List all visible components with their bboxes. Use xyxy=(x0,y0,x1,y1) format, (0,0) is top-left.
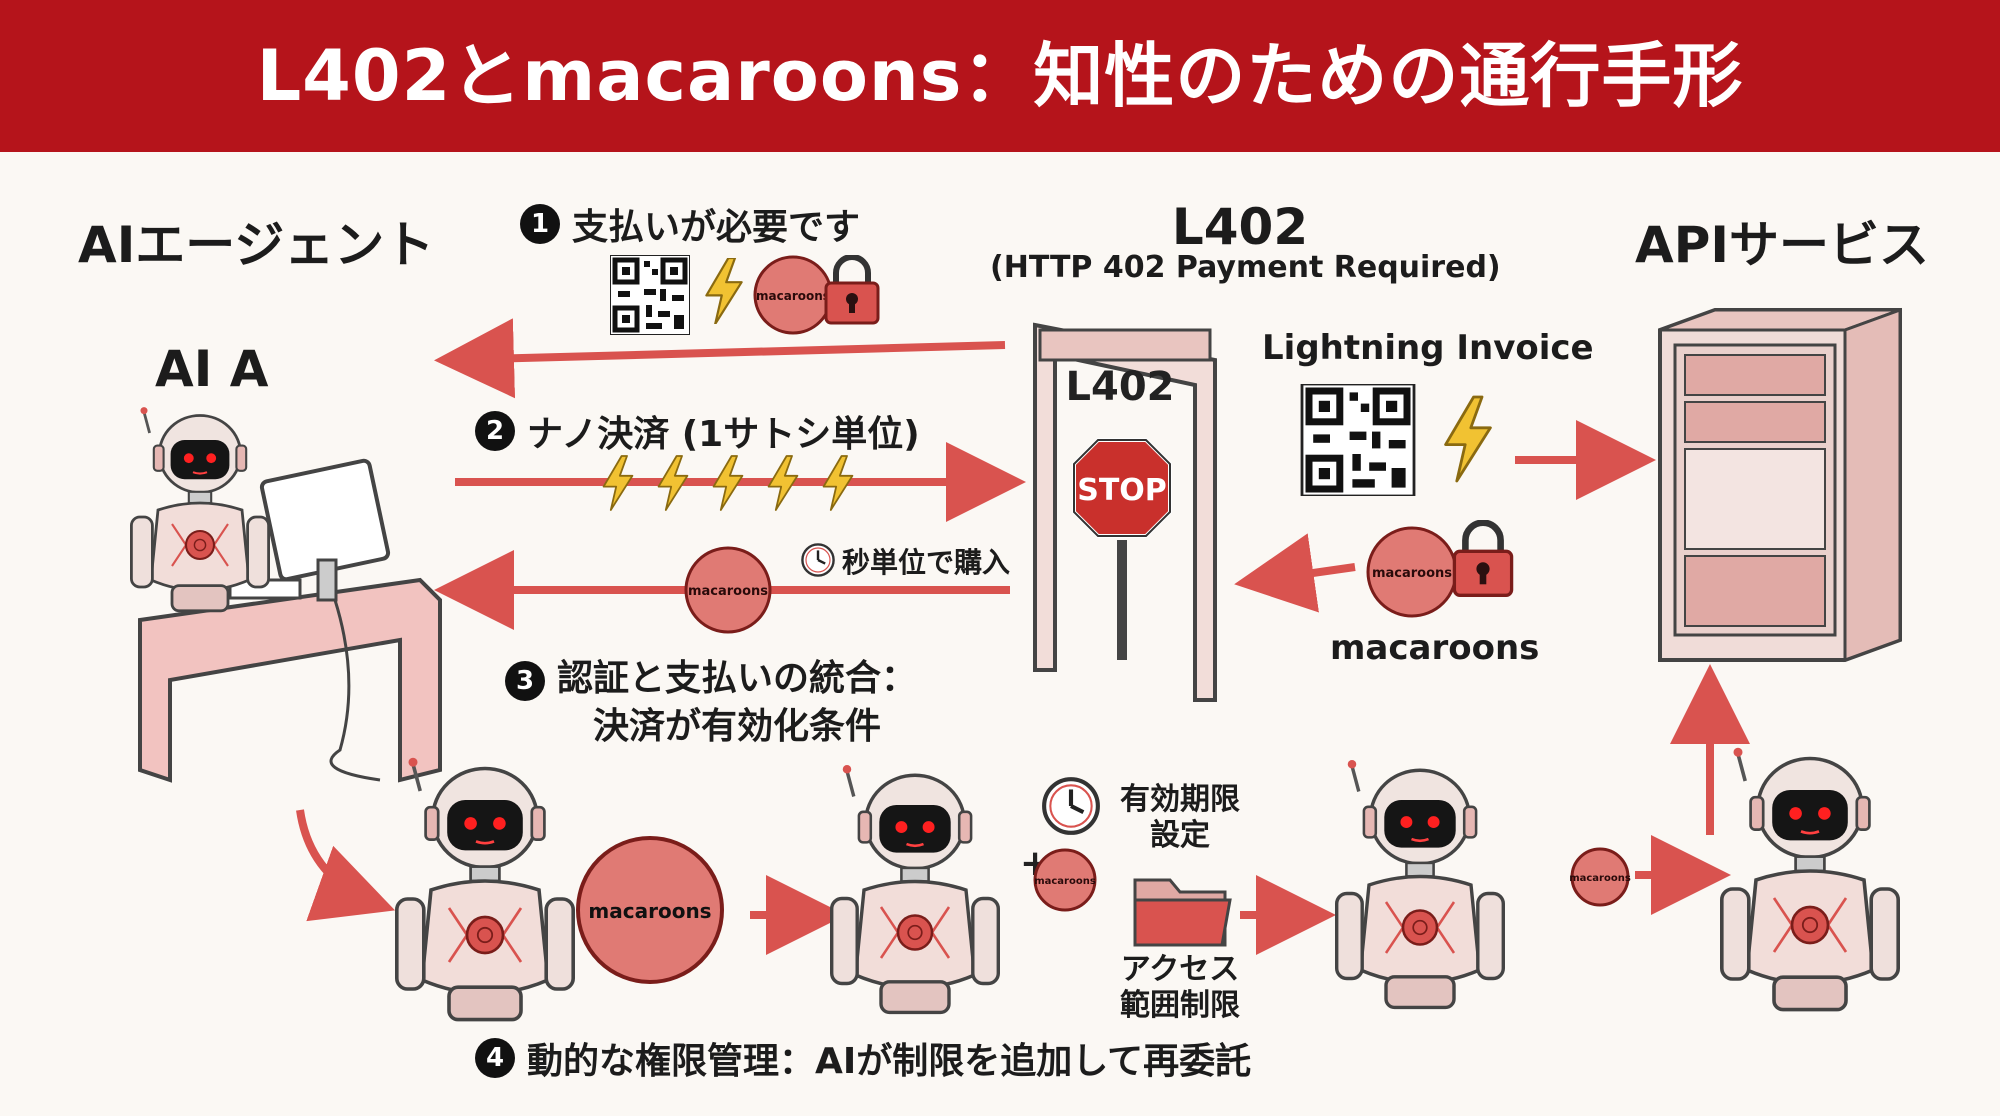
svg-text:macaroons: macaroons xyxy=(588,899,711,923)
lightning-bolt-icon xyxy=(602,455,634,511)
l402-gate xyxy=(1033,322,1217,702)
gate-sign: L402 xyxy=(1066,364,1175,410)
macaroon-cookie-icon: macaroons xyxy=(753,255,833,335)
step-4-text: 動的な権限管理：AIが制限を追加して再委託 xyxy=(527,1041,1252,1082)
l402-heading: L402 xyxy=(1171,198,1309,256)
step-2: 2 ナノ決済 (1サトシ単位) xyxy=(475,405,920,457)
page-title: L402とmacaroons：知性のための通行手形 xyxy=(256,35,1744,117)
clock-icon xyxy=(1044,779,1098,833)
step-1-number: 1 xyxy=(520,204,560,244)
padlock-icon xyxy=(826,257,878,323)
svg-text:macaroons: macaroons xyxy=(1569,873,1631,884)
ai-a-label: AI A xyxy=(155,340,269,398)
qr-code-icon xyxy=(1302,384,1414,496)
lightning-bolt-icon xyxy=(705,258,743,324)
robot-icon xyxy=(130,405,270,613)
macaroon-cookie-icon: macaroons xyxy=(684,546,772,634)
access-line-1: アクセス xyxy=(1120,952,1240,987)
folder-icon xyxy=(1133,878,1232,947)
step-4-number: 4 xyxy=(475,1038,515,1078)
lightning-bolt-icon xyxy=(767,455,799,511)
step-2-text: ナノ決済 (1サトシ単位) xyxy=(527,414,920,455)
expiry-label: 有効期限 設定 xyxy=(1105,782,1255,854)
clock-icon xyxy=(801,543,835,577)
arrow-server-to-gate xyxy=(1234,533,1356,613)
svg-text:macaroons: macaroons xyxy=(756,289,830,303)
step-3-line-1: 認証と支払いの統合： xyxy=(557,658,918,699)
svg-text:macaroons: macaroons xyxy=(1372,566,1452,581)
access-label: アクセス 範囲制限 xyxy=(1100,952,1260,1024)
step-4: 4 動的な権限管理：AIが制限を追加して再委託 xyxy=(475,1032,1251,1084)
lightning-bolt-icon xyxy=(657,455,689,511)
lightning-invoice-label: Lightning Invoice xyxy=(1262,328,1594,368)
step-3: 3 認証と支払いの統合： 決済が有効化条件 xyxy=(505,655,917,751)
arrow-step1-payment-required xyxy=(434,318,1006,399)
robot-icon xyxy=(830,763,1000,1015)
api-heading: APIサービス xyxy=(1635,216,1929,274)
server-rack-icon xyxy=(1658,307,1902,663)
stop-sign-text: STOP xyxy=(1077,473,1167,508)
l402-subheading: (HTTP 402 Payment Required) xyxy=(990,250,1501,285)
qr-code-icon xyxy=(610,255,690,335)
expiry-line-1: 有効期限 xyxy=(1120,782,1240,817)
svg-text:macaroons: macaroons xyxy=(1034,876,1096,887)
robot-icon xyxy=(1335,758,1505,1010)
access-line-2: 範囲制限 xyxy=(1120,988,1240,1023)
expiry-line-2: 設定 xyxy=(1150,818,1210,853)
step-3-number: 3 xyxy=(505,661,545,701)
step-1: 1 支払いが必要です xyxy=(520,198,860,250)
title-banner xyxy=(0,0,2000,152)
step-2-number: 2 xyxy=(475,411,515,451)
macaroon-cookie-icon: macaroons xyxy=(1033,848,1097,912)
macaroon-cookie-icon: macaroons xyxy=(1366,526,1458,618)
robot-icon xyxy=(395,755,575,1022)
timed-purchase-label: 秒単位で購入 xyxy=(842,546,1011,579)
padlock-icon xyxy=(1454,523,1511,596)
ai-a-robot-at-desk xyxy=(138,458,442,783)
robot-icon xyxy=(1720,745,1900,1012)
arrow-agent-to-delegation xyxy=(296,809,396,922)
agent-heading: AIエージェント xyxy=(78,216,435,274)
lightning-bolt-icon xyxy=(822,455,854,511)
macaroon-cookie-icon: macaroons xyxy=(1569,847,1631,907)
svg-text:macaroons: macaroons xyxy=(688,584,768,599)
step-1-text: 支払いが必要です xyxy=(572,207,861,248)
lightning-bolt-icon xyxy=(712,455,744,511)
macaroon-cookie-icon: macaroons xyxy=(576,836,724,984)
step-3-line-2: 決済が有効化条件 xyxy=(593,706,882,747)
stop-sign-icon xyxy=(1072,438,1172,660)
macaroons-label: macaroons xyxy=(1330,628,1540,668)
lightning-bolt-icon xyxy=(1444,395,1492,483)
